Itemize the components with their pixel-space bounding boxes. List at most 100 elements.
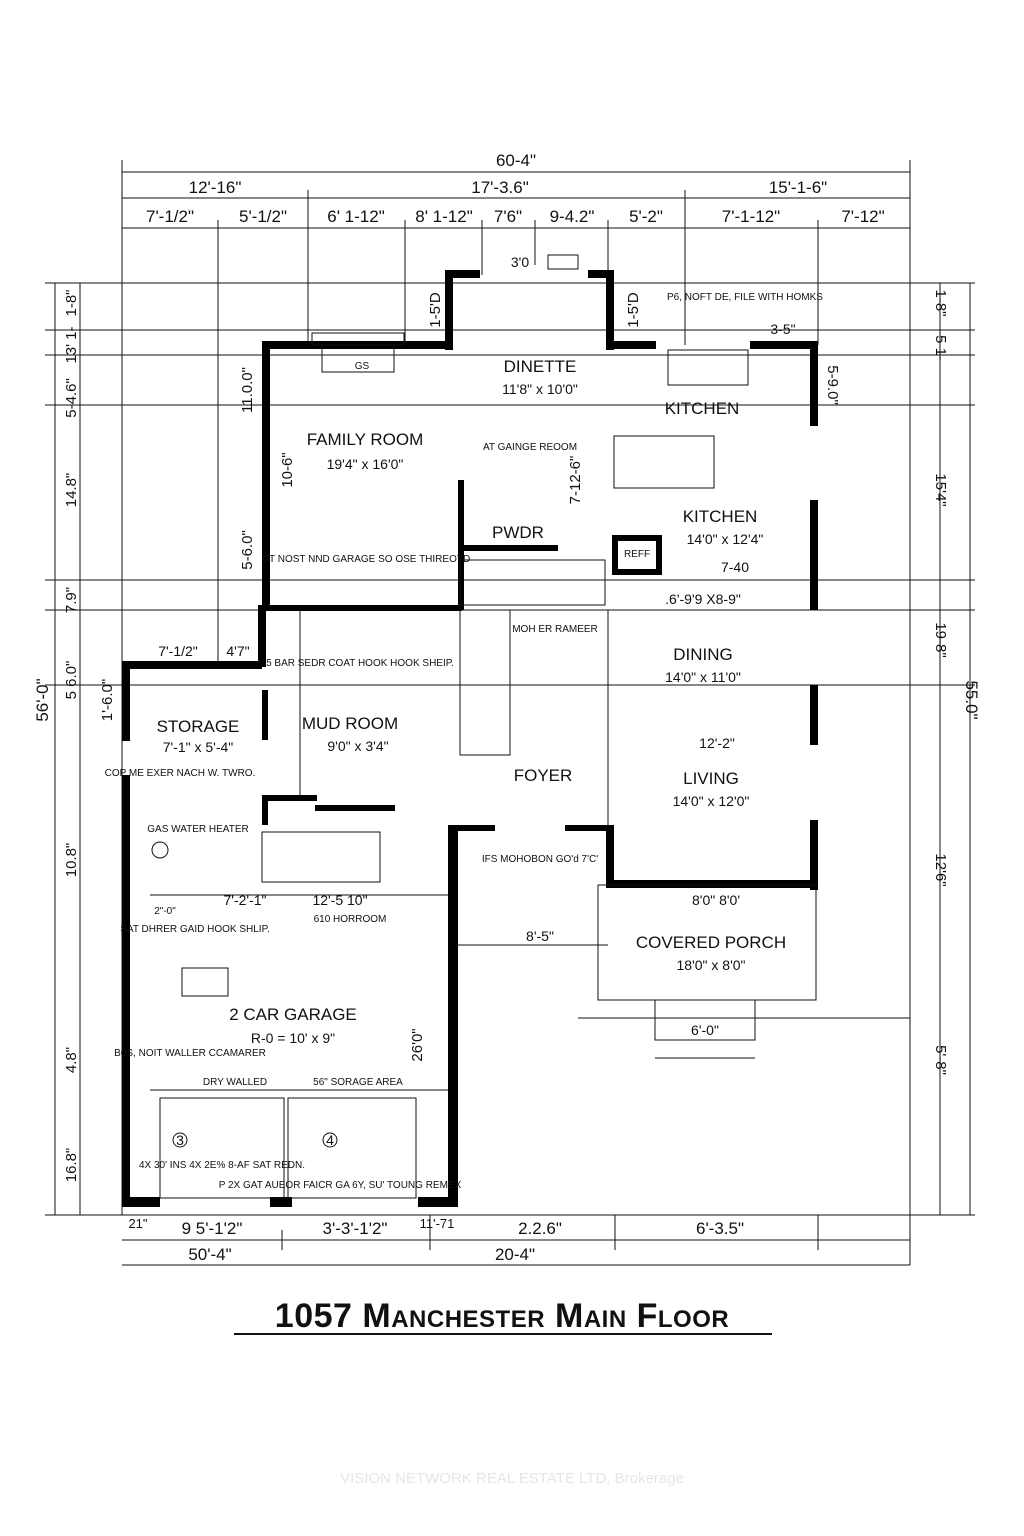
svg-text:14'0" x 12'0": 14'0" x 12'0" bbox=[673, 793, 750, 809]
room-powder: PWDR bbox=[492, 523, 544, 542]
garage-door-number: 3 bbox=[176, 1132, 184, 1148]
note: 610 HORROOM bbox=[314, 914, 387, 925]
dim-label: 7'-1/2" bbox=[158, 643, 198, 659]
dim-top: 5'-2" bbox=[629, 207, 663, 226]
dim-top: 15'-1-6" bbox=[769, 178, 827, 197]
dim-bottom: 2.2.6" bbox=[518, 1219, 562, 1238]
dim-label: 10-6" bbox=[279, 452, 296, 487]
dim-label: 1-5'D bbox=[427, 292, 444, 328]
dim-bottom: 21" bbox=[128, 1216, 147, 1231]
dim-right: 12'6" bbox=[932, 853, 949, 886]
room-kitchen-upper: KITCHEN bbox=[665, 399, 740, 418]
dim-left: 10.8" bbox=[63, 843, 80, 878]
note: UT NOST NND GARAGE SO OSE THIREOTD bbox=[262, 554, 470, 565]
label-dry-walled: DRY WALLED bbox=[203, 1077, 267, 1088]
svg-text:9'0" x 3'4": 9'0" x 3'4" bbox=[327, 738, 388, 754]
svg-text:11'8" x 10'0": 11'8" x 10'0" bbox=[502, 381, 578, 397]
dim-bottom: 11'-71 bbox=[420, 1216, 455, 1231]
svg-text:MUD ROOM: MUD ROOM bbox=[302, 714, 398, 733]
dim-overall-right: 55.0" bbox=[962, 680, 981, 719]
dim-left: 4.8" bbox=[63, 1047, 80, 1073]
svg-text:18'0" x 8'0": 18'0" x 8'0" bbox=[677, 957, 746, 973]
dim-right: 5'-8" bbox=[932, 1045, 949, 1075]
dim-left: 1'-6.0" bbox=[99, 679, 116, 721]
note: 5 BAR SEDR COAT HOOK HOOK SHEIP. bbox=[266, 658, 454, 669]
dim-label: 5-6.0" bbox=[239, 530, 256, 570]
svg-text:STORAGE: STORAGE bbox=[157, 717, 240, 736]
dim-bottom: 50'-4" bbox=[188, 1245, 231, 1264]
dim-top: 7'-1/2" bbox=[146, 207, 194, 226]
dim-top: 17'-3.6" bbox=[471, 178, 528, 197]
side-dimensions: 56'-0" 55.0" 1-8" 13' 1- 5-4.6" 14.8" 7.… bbox=[33, 289, 981, 1182]
dim-right: 19-8" bbox=[932, 622, 949, 657]
dim-left: 5-4.6" bbox=[63, 378, 80, 418]
dim-label: 8'0" 8'0' bbox=[692, 892, 740, 908]
dim-bottom: 3'-3'-1'2" bbox=[323, 1219, 388, 1238]
garage-door-number: 4 bbox=[326, 1132, 334, 1148]
room-living: LIVING 14'0" x 12'0" bbox=[673, 769, 750, 809]
note: AT GAINGE REOOM bbox=[483, 442, 577, 453]
svg-text:19'4" x 16'0": 19'4" x 16'0" bbox=[327, 456, 404, 472]
annotations: GS REFF GAS WATER HEATER DRY WALLED 56" … bbox=[105, 254, 824, 1191]
watermark: VISION NETWORK REAL ESTATE LTD, Brokerag… bbox=[340, 1470, 684, 1487]
svg-text:R-0 = 10' x 9": R-0 = 10' x 9" bbox=[251, 1030, 335, 1046]
dim-top: 7'6" bbox=[494, 207, 522, 226]
dim-label: 12'-5 10" bbox=[312, 892, 367, 908]
svg-text:COVERED PORCH: COVERED PORCH bbox=[636, 933, 786, 952]
dim-label: 26'0" bbox=[409, 1028, 426, 1061]
dim-left: 1-8" bbox=[63, 289, 80, 316]
dim-left: 13' 1- bbox=[63, 326, 80, 363]
dim-top: 12'-16" bbox=[189, 178, 242, 197]
dim-label: 7-40 bbox=[721, 559, 749, 575]
dim-top: 8' 1-12" bbox=[415, 207, 472, 226]
dim-label: .6'-9'9 X8-9" bbox=[665, 591, 741, 607]
dim-right: 5 1- bbox=[932, 335, 949, 361]
note: P6, NOFT DE, FILE WITH HOMKS bbox=[667, 292, 823, 303]
dim-label: 4'7" bbox=[226, 643, 249, 659]
top-dimensions: 60-4" 12'-16" 17'-3.6" 15'-1-6" 7'-1/2" … bbox=[121, 151, 911, 1265]
dim-top: 5'-1/2" bbox=[239, 207, 287, 226]
svg-text:14'0" x 11'0": 14'0" x 11'0" bbox=[665, 669, 741, 685]
dim-left: 7.9" bbox=[63, 587, 80, 613]
dim-bottom: 6'-3.5" bbox=[696, 1219, 744, 1238]
svg-text:2 CAR GARAGE: 2 CAR GARAGE bbox=[229, 1005, 357, 1024]
dim-label: 7-12-6" bbox=[567, 456, 584, 505]
svg-text:DINETTE: DINETTE bbox=[504, 357, 577, 376]
room-foyer: FOYER bbox=[514, 766, 573, 785]
dim-label: 11.0.0" bbox=[239, 367, 256, 413]
dim-bottom: 9 5'-1'2" bbox=[182, 1219, 243, 1238]
label-gs: GS bbox=[355, 361, 370, 372]
svg-text:KITCHEN: KITCHEN bbox=[683, 507, 758, 526]
dim-label: 6'-0" bbox=[691, 1022, 719, 1038]
dim-label: 2"-0" bbox=[154, 906, 176, 917]
room-garage: 2 CAR GARAGE R-0 = 10' x 9" bbox=[229, 1005, 357, 1046]
dim-bottom: 20-4" bbox=[495, 1245, 535, 1264]
svg-text:LIVING: LIVING bbox=[683, 769, 739, 788]
dim-left: 16.8" bbox=[63, 1148, 80, 1183]
dim-label: 3'0 bbox=[511, 254, 529, 270]
dim-label: 3-5" bbox=[770, 321, 795, 337]
svg-text:FOYER: FOYER bbox=[514, 766, 573, 785]
note: P 2X GAT AUEOR FAICR GA 6Y, SU' TOUNG RE… bbox=[219, 1180, 462, 1191]
dim-left: 14.8" bbox=[63, 473, 80, 508]
dim-right: 5-9.0" bbox=[824, 365, 841, 405]
note: MOH ER RAMEER bbox=[512, 624, 598, 635]
dim-overall-left: 56'-0" bbox=[33, 678, 52, 721]
dim-top: 7'-12" bbox=[841, 207, 884, 226]
note: B0S, NOIT WALLER CCAMARER bbox=[114, 1048, 266, 1059]
note: 4X 30' INS 4X 2E% 8-AF SAT REDN. bbox=[139, 1160, 305, 1171]
dim-right: 15'4" bbox=[932, 473, 949, 506]
room-mud-room: MUD ROOM 9'0" x 3'4" bbox=[302, 714, 398, 754]
dim-right: 1-8" bbox=[932, 289, 949, 316]
dim-top: 7'-1-12" bbox=[722, 207, 780, 226]
label-water-heater: GAS WATER HEATER bbox=[147, 824, 249, 835]
fixtures bbox=[150, 254, 910, 1199]
note: COP ME EXER NACH W. TWRO. bbox=[105, 768, 256, 779]
dim-label: 12'-2" bbox=[699, 735, 735, 751]
